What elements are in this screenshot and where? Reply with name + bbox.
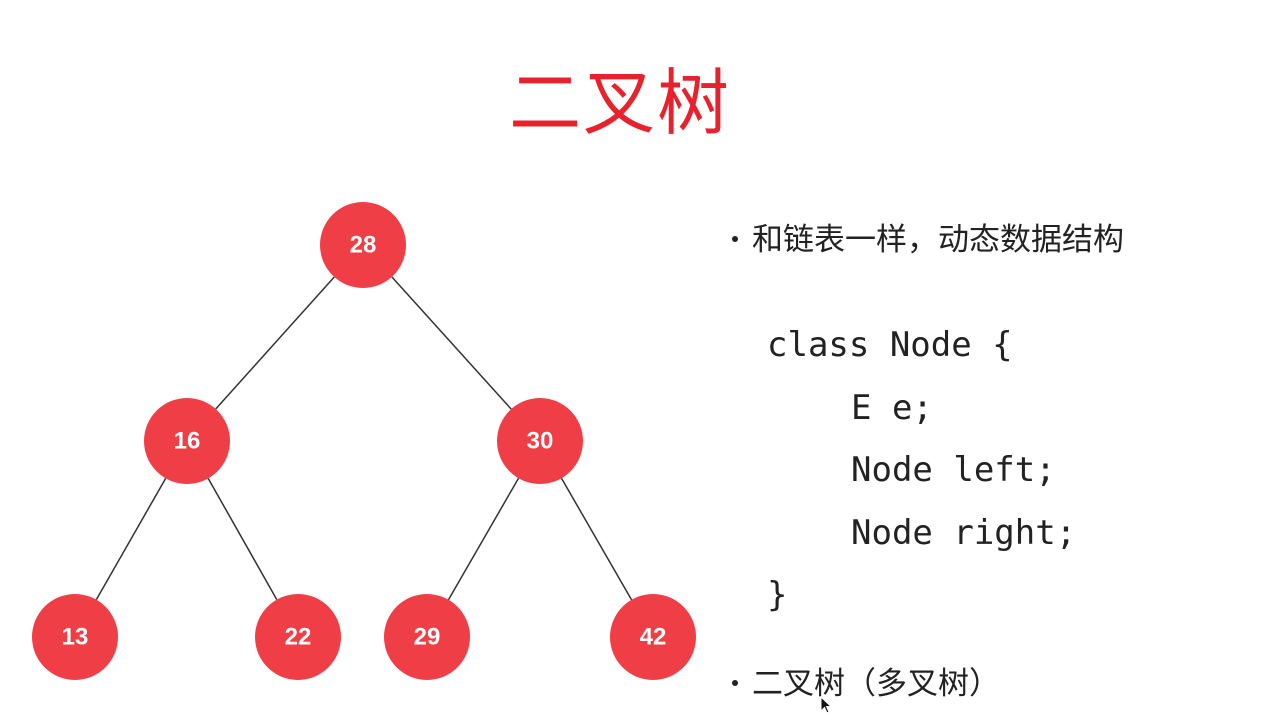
tree-nodes: 28 16 30 13 22 29 42 xyxy=(32,202,696,680)
mouse-cursor-icon xyxy=(820,696,833,714)
bullet-text: 和链表一样，动态数据结构 xyxy=(752,222,1124,258)
tree-node-28: 28 xyxy=(320,202,406,288)
tree-node-circle xyxy=(32,594,118,680)
tree-node-13: 13 xyxy=(32,594,118,680)
bullet-dot-icon xyxy=(732,679,738,686)
tree-node-16: 16 xyxy=(144,398,230,484)
tree-node-circle xyxy=(497,398,583,484)
code-line-field-left: Node left; xyxy=(851,450,1056,490)
bullet-item-dynamic-structure: 和链表一样，动态数据结构 xyxy=(732,220,1124,260)
tree-edge-n30-n29 xyxy=(447,477,520,601)
tree-node-circle xyxy=(610,594,696,680)
code-line-field-right: Node right; xyxy=(851,512,1077,553)
bullet-item-binary-tree: 二叉树（多叉树） xyxy=(732,664,1000,704)
tree-edge-n28-n16 xyxy=(215,276,335,410)
tree-node-circle xyxy=(255,594,341,680)
tree-node-label: 42 xyxy=(640,624,667,651)
tree-node-label: 22 xyxy=(285,624,312,651)
tree-edge-n28-n30 xyxy=(391,276,512,410)
tree-node-42: 42 xyxy=(610,594,696,680)
code-block: class Node { E e; Node left; Node right;… xyxy=(767,320,1076,633)
tree-node-29: 29 xyxy=(384,594,470,680)
tree-node-circle xyxy=(144,398,230,484)
tree-edges xyxy=(95,276,633,601)
page-title: 二叉树 xyxy=(508,61,731,145)
tree-node-circle xyxy=(384,594,470,680)
bullet-text: 二叉树（多叉树） xyxy=(752,666,1000,702)
code-line-closing-brace: } xyxy=(767,575,788,615)
tree-node-label: 29 xyxy=(414,624,441,651)
code-line-field-e: E e; xyxy=(851,387,933,428)
bullet-dot-icon xyxy=(732,235,738,242)
tree-edge-n30-n42 xyxy=(560,477,633,601)
tree-node-label: 16 xyxy=(174,428,201,455)
tree-node-30: 30 xyxy=(497,398,583,484)
tree-edge-n16-n13 xyxy=(95,477,167,601)
tree-node-label: 30 xyxy=(527,428,554,455)
tree-edge-n16-n22 xyxy=(207,478,278,600)
tree-node-circle xyxy=(320,202,406,288)
tree-node-label: 28 xyxy=(350,232,377,259)
tree-node-22: 22 xyxy=(255,594,341,680)
binary-tree-diagram: 28 16 30 13 22 29 42 xyxy=(32,202,696,680)
tree-node-label: 13 xyxy=(62,624,89,651)
code-line-class-decl: class Node { xyxy=(767,325,1013,365)
